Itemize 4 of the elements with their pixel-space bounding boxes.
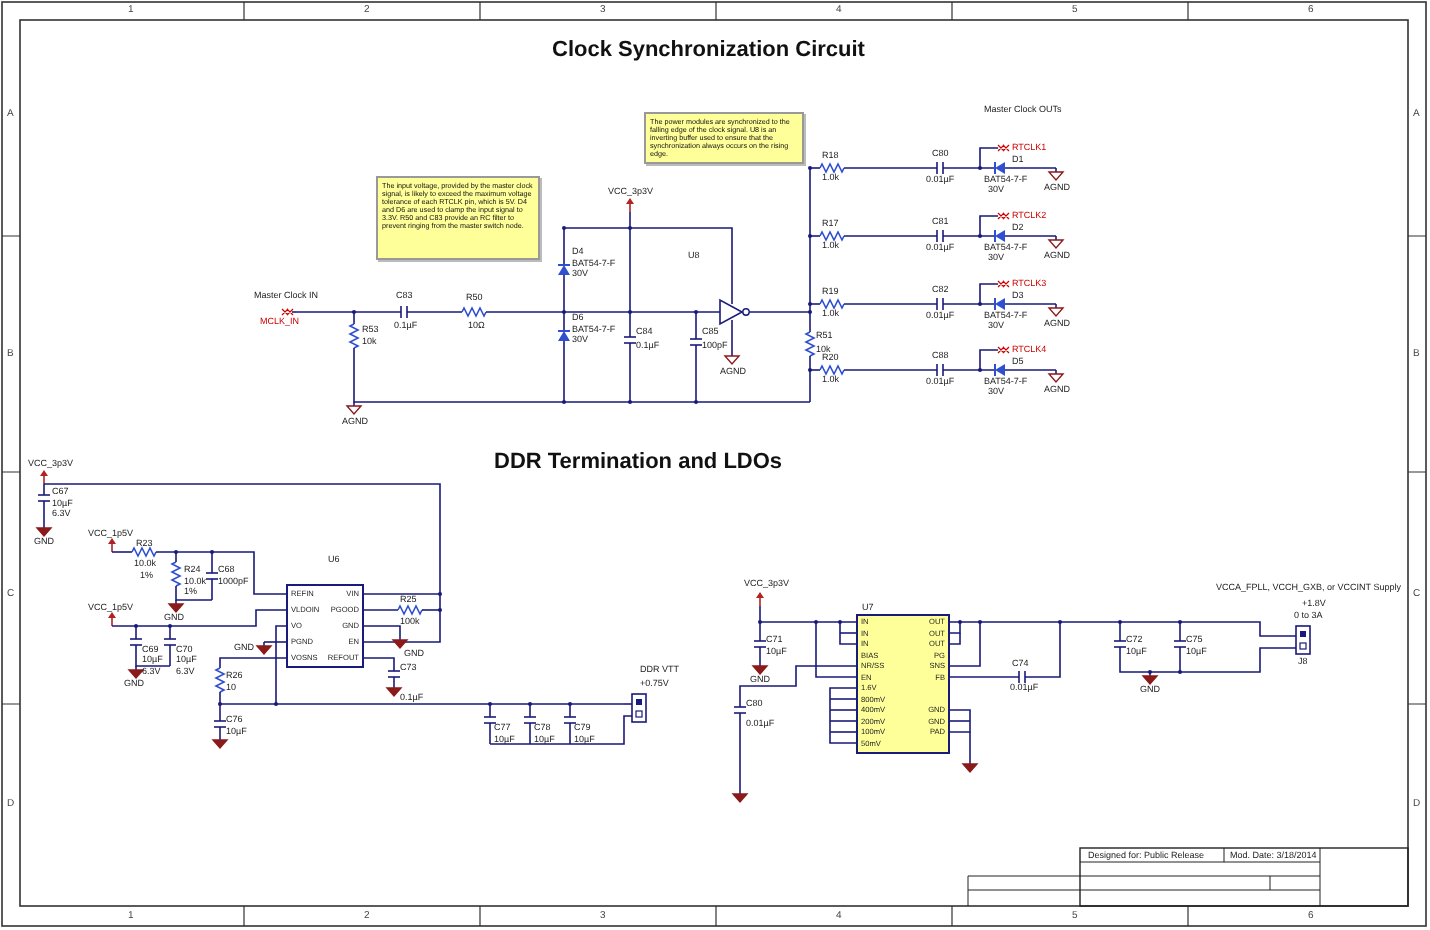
section-title: Clock Synchronization Circuit	[552, 40, 865, 62]
section-title: DDR Termination and LDOs	[494, 452, 783, 474]
note-callout	[644, 112, 804, 164]
note-callout	[376, 176, 540, 260]
